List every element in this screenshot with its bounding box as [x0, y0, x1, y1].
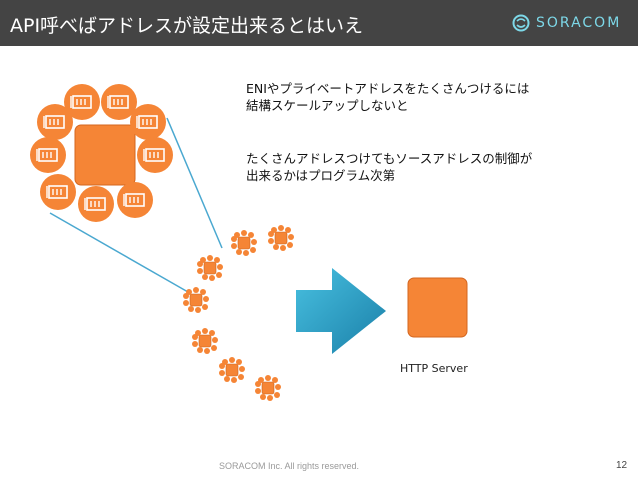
- mini-instance-icon: [182, 286, 210, 314]
- logo-text: SORACOM: [536, 15, 622, 31]
- eni-icon: [29, 136, 67, 174]
- slide-header: API呼べばアドレスが設定出来るとはいえ SORACOM: [0, 0, 638, 46]
- mini-instance-icon: [267, 224, 295, 252]
- page-number: 12: [616, 460, 628, 471]
- eni-icon: [136, 136, 174, 174]
- eni-icon: [77, 185, 115, 223]
- note-eni-scaling: ENIやプライベートアドレスをたくさんつけるには 結構スケールアップしないと: [246, 80, 529, 114]
- note-line: たくさんアドレスつけてもソースアドレスの制御が: [246, 151, 533, 166]
- instance-with-enis: [29, 83, 174, 223]
- arrow-icon: [296, 268, 386, 354]
- http-server-label: HTTP Server: [400, 362, 468, 375]
- soracom-logo: SORACOM: [512, 12, 621, 34]
- eni-icon: [116, 181, 154, 219]
- note-source-address: たくさんアドレスつけてもソースアドレスの制御が 出来るかはプログラム次第: [246, 150, 532, 184]
- http-server-icon: [407, 277, 468, 338]
- note-line: ENIやプライベートアドレスをたくさんつけるには: [246, 81, 530, 96]
- soracom-logo-icon: [512, 14, 530, 32]
- small-instance-arc: [182, 224, 295, 402]
- mini-instance-icon: [191, 327, 219, 355]
- eni-icon: [39, 173, 77, 211]
- slide-title: API呼べばアドレスが設定出来るとはいえ: [10, 15, 364, 37]
- connector-line-top: [166, 117, 223, 249]
- mini-instance-icon: [218, 356, 246, 384]
- eni-icon: [36, 103, 74, 141]
- note-line: 結構スケールアップしないと: [246, 98, 409, 113]
- mini-instance-icon: [196, 254, 224, 282]
- note-line: 出来るかはプログラム次第: [246, 168, 396, 183]
- server-icon: [74, 124, 136, 186]
- connector-line-bottom: [49, 212, 189, 293]
- footer-copyright: SORACOM Inc. All rights reserved.: [219, 461, 360, 471]
- mini-instance-icon: [230, 229, 258, 257]
- eni-icon: [129, 103, 167, 141]
- mini-instance-icon: [254, 374, 282, 402]
